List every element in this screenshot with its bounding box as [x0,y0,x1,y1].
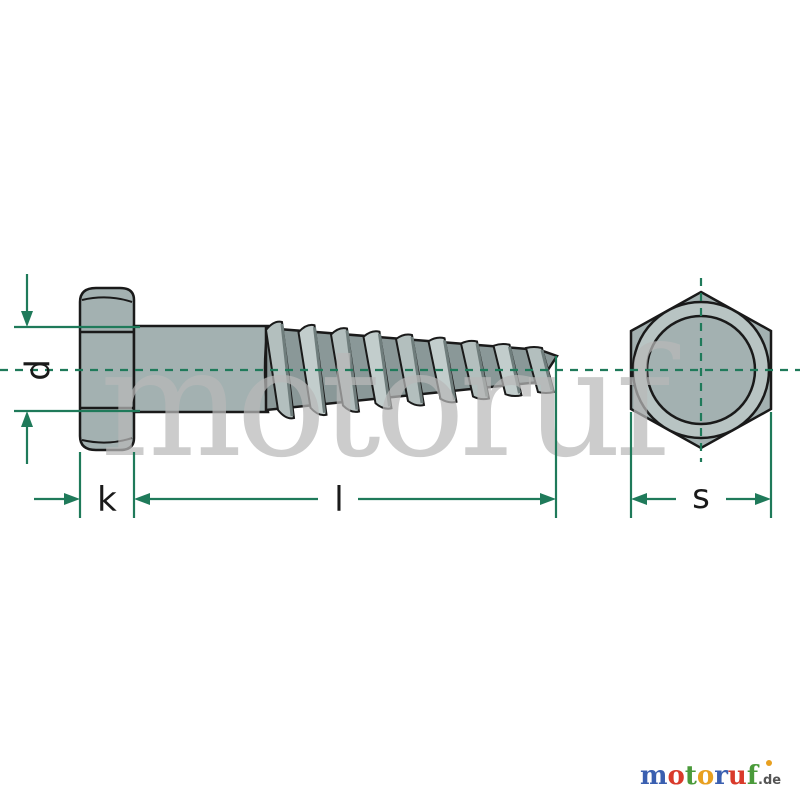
thread-crest [459,339,491,401]
logo-letter: t [685,761,697,791]
logo-letter: o [697,761,714,791]
dimension-label-s: s [692,477,710,517]
thread-shade [378,333,391,407]
logo-letter: o [668,761,685,791]
thread-crest [264,320,296,420]
logo-wordmark: motoruf.de [640,761,781,791]
head-face-curve [81,296,133,303]
l-arrowhead-left [134,493,150,505]
s-arrowhead-left [631,493,647,505]
s-arrowhead-right [755,493,771,505]
logo-tld: .de [758,773,781,788]
motoruf-logo: motoruf.de [640,760,781,791]
thread-shade [443,340,456,400]
k-arrowhead [64,493,80,505]
logo-letter: m [640,761,668,791]
logo-letter: u [728,761,747,791]
d-arrowhead-top [21,311,33,327]
arrowheads [21,311,771,505]
thread-crest [297,323,328,417]
logo-letter: f [747,761,760,791]
thread-crest [492,342,523,398]
dimension-label-d: d [19,359,59,381]
screw-side-view [78,286,559,452]
thread-crests [264,320,556,420]
logo-letter: r [714,761,728,791]
watermark-text: motoruf [100,317,680,491]
d-arrowhead-bottom [21,411,33,427]
l-arrowhead-right [540,493,556,505]
head-face-curve-lower [81,437,133,444]
dimension-lines [0,274,800,518]
logo-dot-icon [766,760,772,766]
dimension-label-l: l [334,480,343,520]
thread-shade [410,336,424,404]
dimension-label-k: k [97,480,117,520]
